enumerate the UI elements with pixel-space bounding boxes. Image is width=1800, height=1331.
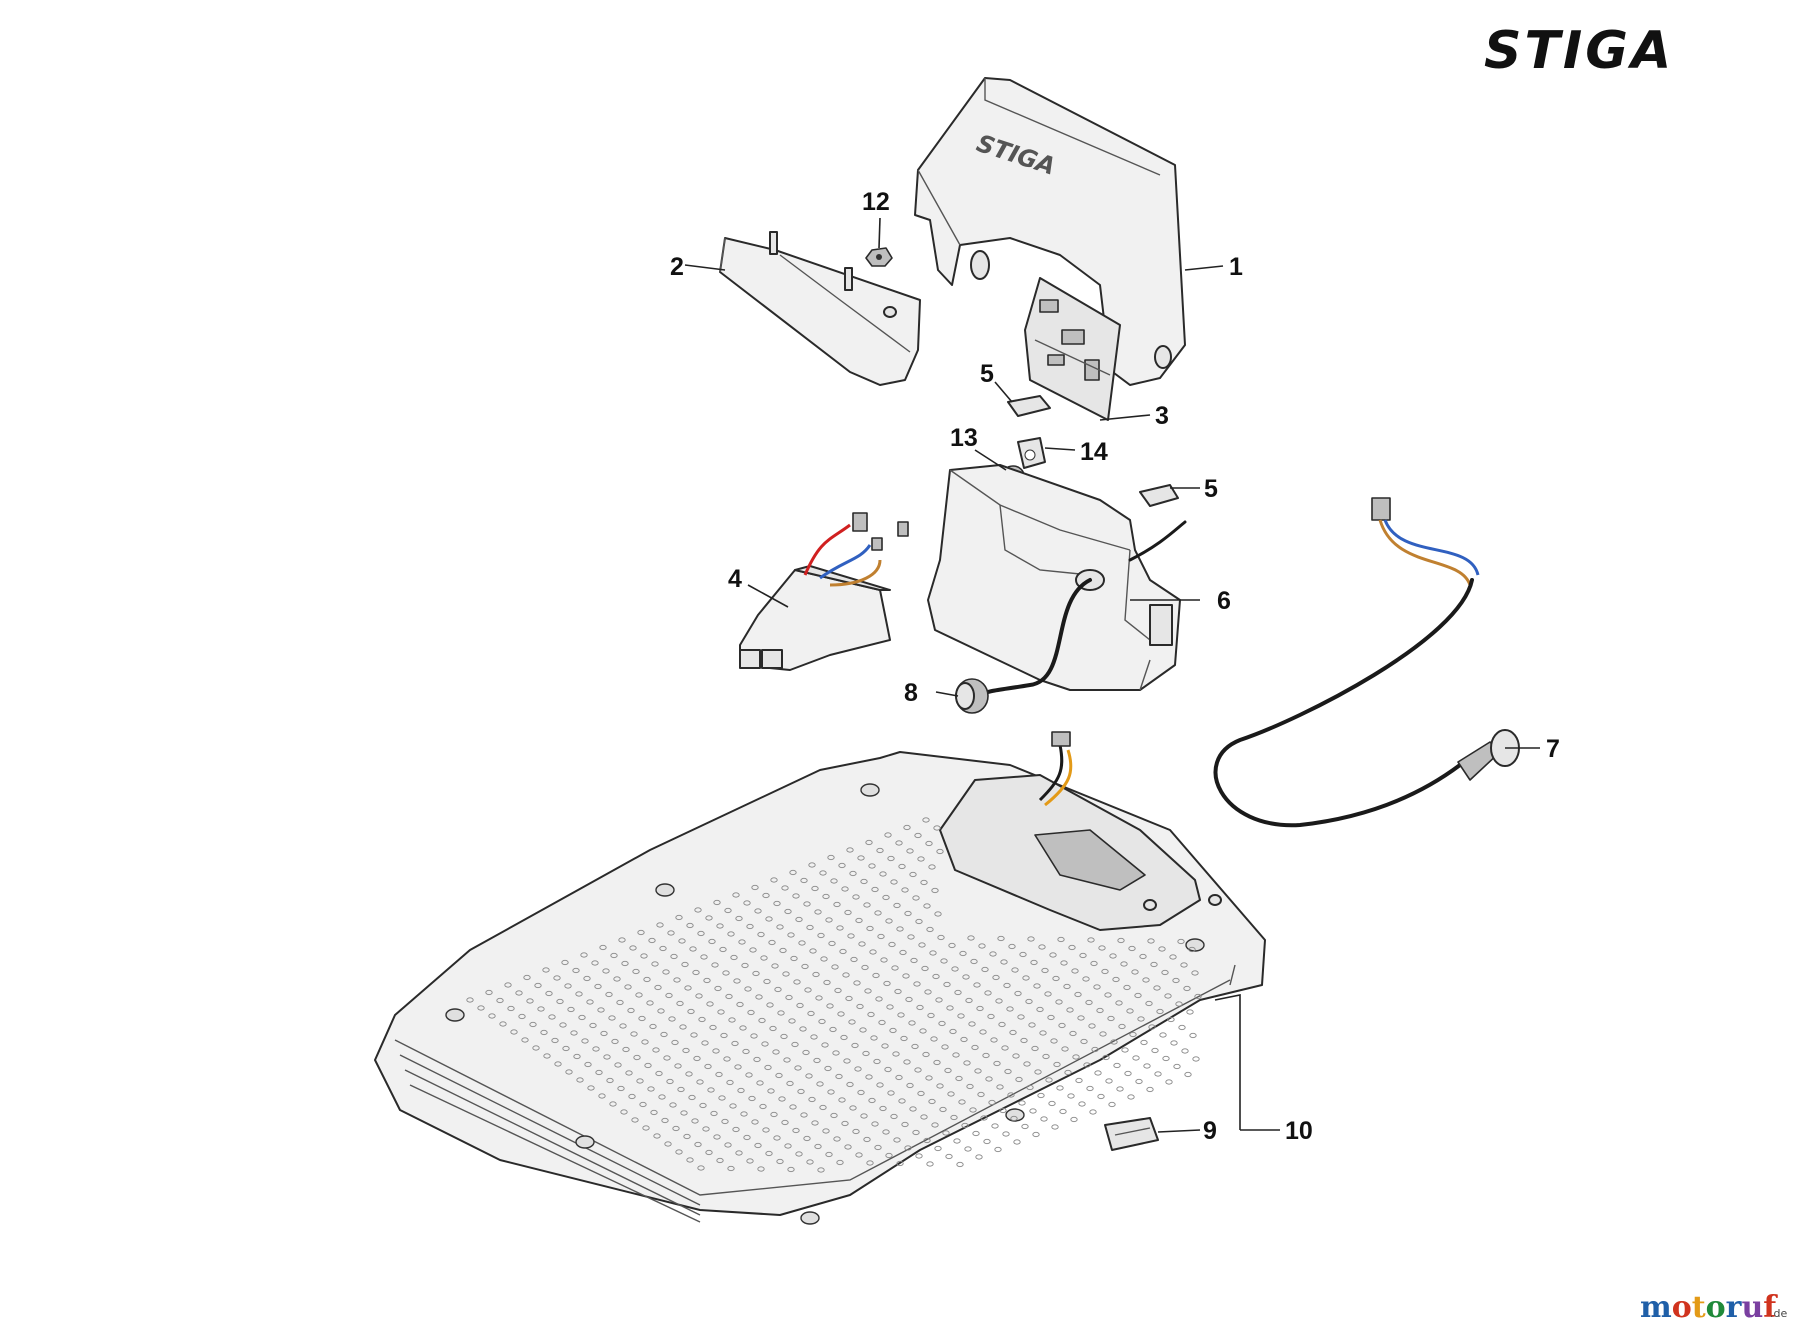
callout-2: 2 xyxy=(670,253,684,281)
callout-8: 8 xyxy=(904,679,918,707)
callout-4: 4 xyxy=(728,565,742,593)
callout-labels: 1 2 3 4 5 5 6 7 8 9 10 12 13 14 xyxy=(670,188,1560,1145)
callout-9: 9 xyxy=(1203,1117,1217,1145)
part-charging-contact xyxy=(739,512,909,671)
callout-5-upper: 5 xyxy=(980,360,994,388)
part-power-cable xyxy=(1213,497,1520,828)
part-base-plate xyxy=(374,731,1266,1225)
part-5-lower-clip xyxy=(1139,484,1179,507)
motoruf-watermark: motoruf .de xyxy=(1640,1290,1787,1325)
part-5-upper-clip xyxy=(1007,395,1051,417)
base-plate-dot-grid xyxy=(466,817,1202,1173)
part-12-nut xyxy=(865,247,893,267)
part-9-clip xyxy=(1104,1117,1159,1151)
part-14-bracket xyxy=(1017,437,1046,469)
callout-6: 6 xyxy=(1217,587,1231,615)
part-guide-rail xyxy=(719,231,921,386)
leader-lines xyxy=(684,217,1540,1133)
stiga-logo: STIGA xyxy=(1484,21,1674,81)
watermark-text: motoruf xyxy=(1640,1290,1778,1325)
callout-1: 1 xyxy=(1229,253,1243,281)
callout-14: 14 xyxy=(1080,438,1108,466)
part-8-sensor xyxy=(955,578,1092,714)
callout-10: 10 xyxy=(1285,1117,1313,1145)
callout-7: 7 xyxy=(1546,735,1560,763)
logo-text: STIGA xyxy=(1484,21,1674,81)
watermark-suffix: .de xyxy=(1770,1307,1787,1320)
callout-13: 13 xyxy=(950,424,978,452)
part-cover: STIGA xyxy=(914,77,1186,386)
callout-12: 12 xyxy=(862,188,890,216)
callout-5-lower: 5 xyxy=(1204,475,1218,503)
part-circuit-board xyxy=(1024,277,1121,421)
callout-3: 3 xyxy=(1155,402,1169,430)
housing-cable xyxy=(1128,520,1187,562)
